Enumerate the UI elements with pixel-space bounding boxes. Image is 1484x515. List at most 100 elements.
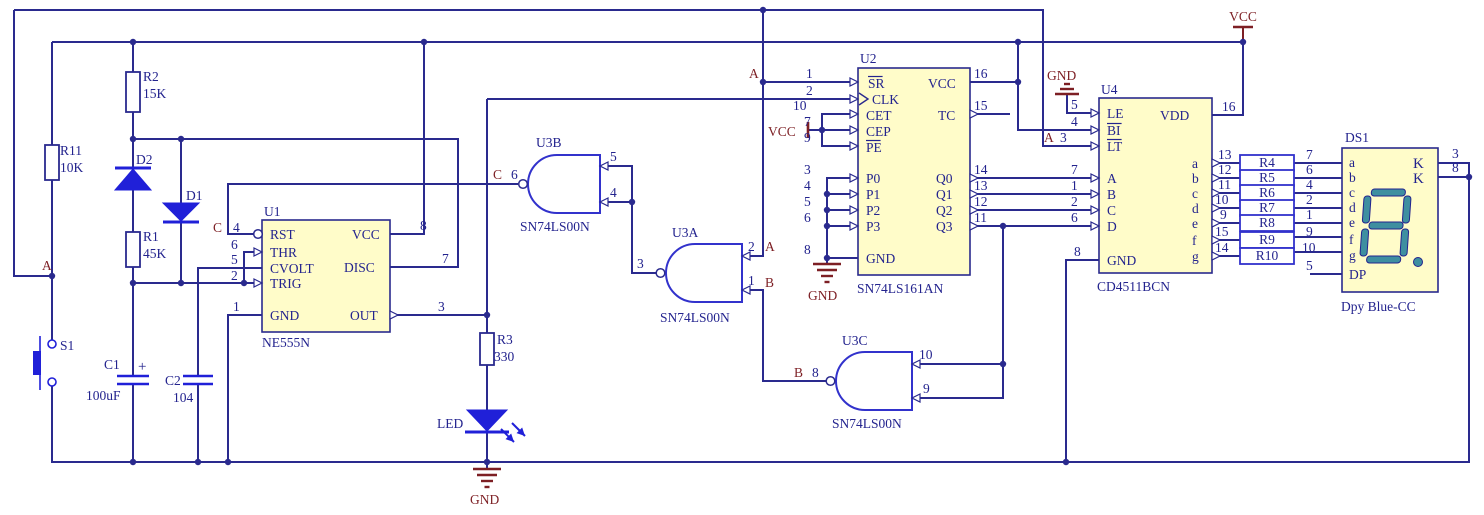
- junction-dot: [1014, 78, 1022, 86]
- schematic-label: 3: [1452, 146, 1459, 161]
- schematic-label: C: [493, 167, 502, 182]
- schematic-label: 13: [974, 178, 988, 193]
- schematic-label: 8: [420, 218, 427, 233]
- resistor-r11[interactable]: [44, 144, 60, 181]
- schematic-label: P2: [866, 203, 880, 218]
- schematic-label: A: [749, 66, 759, 81]
- schematic-label: 14: [1215, 240, 1229, 255]
- pushbutton-s1-contact: [47, 339, 57, 349]
- schematic-label: VCC: [1229, 9, 1257, 24]
- schematic-label: 9: [1220, 207, 1227, 222]
- schematic-label: c: [1192, 186, 1198, 201]
- wire[interactable]: [14, 9, 1099, 147]
- wire[interactable]: [742, 10, 764, 257]
- schematic-label: 6: [804, 210, 811, 225]
- schematic-label: SR: [868, 76, 885, 91]
- schematic-label: GND: [470, 492, 499, 507]
- junction-dot: [1465, 173, 1473, 181]
- schematic-label: 4: [1071, 114, 1078, 129]
- schematic-label: LED: [437, 416, 463, 431]
- wire[interactable]: [13, 10, 52, 277]
- pin-arrow-icon: [598, 161, 609, 171]
- diode-d1[interactable]: [161, 202, 201, 222]
- junction-dot: [129, 279, 137, 287]
- schematic-label: e: [1349, 215, 1355, 230]
- schematic-label: f: [1349, 232, 1354, 247]
- junction-dot: [420, 38, 428, 46]
- junction-dot: [224, 458, 232, 466]
- wire[interactable]: [912, 226, 1004, 399]
- wire[interactable]: [1065, 259, 1099, 462]
- schematic-label: 1: [233, 299, 240, 314]
- schematic-label: 1: [806, 66, 813, 81]
- pin-arrow-icon: [1090, 189, 1101, 199]
- schematic-label: R4: [1259, 155, 1275, 170]
- junction-dot: [759, 78, 767, 86]
- schematic-label: GND: [866, 251, 895, 266]
- junction-dot: [240, 279, 248, 287]
- schematic-label: P1: [866, 187, 880, 202]
- schematic-label: b: [1192, 171, 1199, 186]
- pin-arrow-icon: [1211, 251, 1222, 261]
- resistor-r3[interactable]: [479, 332, 495, 366]
- schematic-label: 7: [1306, 147, 1313, 162]
- junction-dot: [483, 311, 491, 319]
- schematic-label: Q2: [936, 203, 953, 218]
- schematic-label: DS1: [1345, 130, 1369, 145]
- wire[interactable]: [1017, 42, 1099, 131]
- schematic-label: U4: [1101, 82, 1118, 97]
- pin-arrow-icon: [849, 125, 860, 135]
- schematic-label: B: [765, 275, 774, 290]
- schematic-label: Q3: [936, 219, 953, 234]
- segment: [1370, 188, 1406, 197]
- schematic-label: c: [1349, 185, 1355, 200]
- wire[interactable]: [600, 165, 656, 274]
- ic-u4-body[interactable]: [1098, 97, 1213, 274]
- wire[interactable]: [227, 314, 262, 462]
- schematic-label: 330: [494, 349, 515, 364]
- schematic-label: R7: [1259, 200, 1275, 215]
- inverter-bubble: [252, 228, 264, 240]
- wire[interactable]: [133, 138, 459, 268]
- wire[interactable]: [1066, 94, 1099, 114]
- schematic-label: A: [1044, 130, 1054, 145]
- segment: [1401, 195, 1412, 224]
- wire[interactable]: [390, 42, 425, 235]
- schematic-label: 5: [231, 252, 238, 267]
- schematic-label: R1: [143, 229, 159, 244]
- wire[interactable]: [826, 177, 858, 264]
- schematic-label: g: [1192, 249, 1199, 264]
- wire[interactable]: [197, 267, 262, 376]
- diode-d2[interactable]: [113, 168, 153, 191]
- nand-gate-u3c[interactable]: [835, 351, 913, 411]
- junction-dot: [194, 458, 202, 466]
- schematic-label: SN74LS161AN: [857, 281, 944, 296]
- resistor-r8[interactable]: [1239, 214, 1295, 232]
- pushbutton-s1-pad[interactable]: [33, 351, 41, 375]
- junction-dot: [1014, 38, 1022, 46]
- resistor-r2[interactable]: [125, 71, 141, 113]
- seven-segment-digit: [1359, 188, 1412, 264]
- resistor-r10[interactable]: [1239, 247, 1295, 265]
- schematic-label: A: [1107, 171, 1117, 186]
- ic-u2-body[interactable]: [857, 67, 971, 276]
- pin-arrow-icon: [1090, 221, 1101, 231]
- wire[interactable]: [742, 289, 826, 382]
- nand-gate-u3b[interactable]: [527, 154, 601, 214]
- pin-arrow-icon: [849, 173, 860, 183]
- nand-gate-u3a[interactable]: [665, 243, 743, 303]
- wire[interactable]: [227, 183, 518, 235]
- resistor-r1[interactable]: [125, 231, 141, 268]
- wire[interactable]: [1212, 42, 1244, 116]
- schematic-label: 7: [804, 114, 811, 129]
- wire[interactable]: [51, 162, 1470, 463]
- schematic-label: A: [765, 239, 775, 254]
- display-ds1-body[interactable]: [1341, 147, 1439, 293]
- ic-u1-body[interactable]: [261, 219, 391, 333]
- junction-dot: [823, 254, 831, 262]
- inverter-bubble: [517, 178, 529, 190]
- schematic-label: TC: [938, 108, 955, 123]
- schematic-label: 3: [438, 299, 445, 314]
- led-diode[interactable]: [465, 409, 509, 432]
